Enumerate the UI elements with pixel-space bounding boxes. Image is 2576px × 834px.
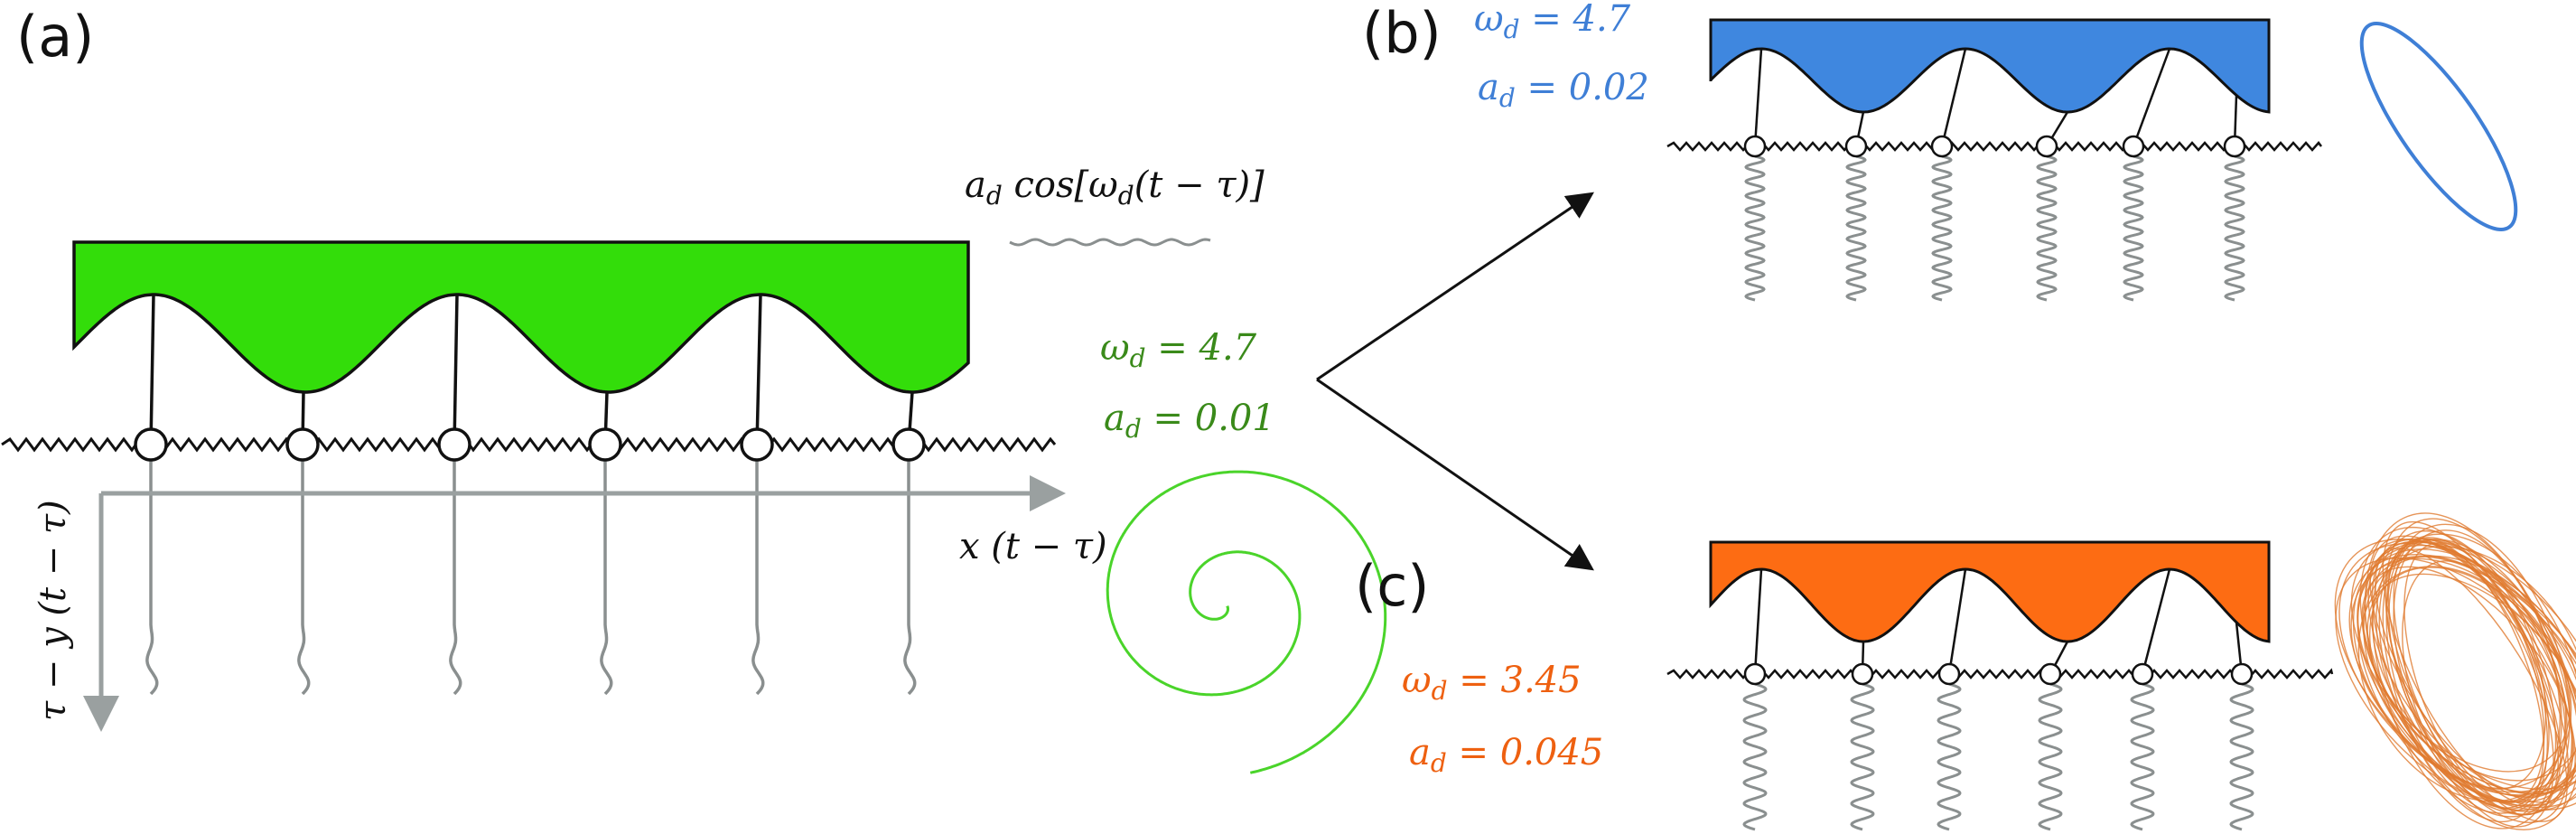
amplitude-b: ad = 0.02 xyxy=(1478,67,1649,113)
coupling-spring-chain-c xyxy=(1666,668,2334,679)
torus-trajectory-loop xyxy=(2368,567,2576,803)
panel-c-label: (c) xyxy=(1355,553,1429,619)
pendulum-rod xyxy=(1753,48,1763,147)
omega-a: ωd = 4.7 xyxy=(1100,327,1257,373)
amplitude-c: ad = 0.045 xyxy=(1409,732,1603,778)
vertical-spring xyxy=(1845,155,1867,302)
particle-node xyxy=(2035,135,2058,158)
particle-node xyxy=(588,427,622,462)
pendulum-rod xyxy=(1940,48,1967,147)
vertical-spring xyxy=(903,445,917,696)
particle-node xyxy=(2122,135,2145,158)
vertical-spring xyxy=(2224,155,2245,302)
panel-b: (b) ωd = 4.7 ad = 0.02 xyxy=(1362,0,2518,302)
particle-node xyxy=(134,427,168,462)
torus-trajectory-loop xyxy=(2350,558,2576,793)
pendulum-rod xyxy=(453,294,459,445)
pendulum-rod xyxy=(1753,568,1763,675)
particle-node xyxy=(2223,135,2246,158)
particle-nodes-c xyxy=(1743,662,2254,686)
vertical-spring xyxy=(297,445,311,696)
panel-a: (a) ad cos[ωd(t − τ)] x (t − τ) τ − y (t… xyxy=(1,4,1387,774)
vertical-springs-c xyxy=(1742,682,2254,831)
torus-trajectory-loop xyxy=(2348,554,2576,811)
particle-node xyxy=(285,427,320,462)
torus-phase-portrait-icon xyxy=(2334,512,2576,830)
panel-b-label: (b) xyxy=(1362,0,1442,66)
pendulum-rod xyxy=(2132,48,2171,147)
particle-node xyxy=(1930,135,1954,158)
torus-trajectory-loop xyxy=(2382,537,2549,823)
particle-node xyxy=(891,427,926,462)
drive-wave-icon xyxy=(1009,238,1211,247)
omega-b: ωd = 4.7 xyxy=(1474,0,1631,44)
vertical-spring xyxy=(2123,155,2144,302)
particle-node xyxy=(1743,135,1767,158)
vertical-spring xyxy=(1937,682,1962,831)
particle-node xyxy=(2230,662,2254,686)
arrow-to-b xyxy=(1316,192,1594,381)
pendulum-rods xyxy=(149,294,914,445)
omega-c: ωd = 3.45 xyxy=(1402,660,1582,706)
pendulum-rod xyxy=(755,294,762,445)
vertical-spring xyxy=(2229,682,2254,831)
particle-node xyxy=(1743,662,1767,686)
pendulum-rod xyxy=(2141,568,2171,675)
vertical-spring xyxy=(1850,682,1875,831)
y-axis-label: τ − y (t − τ) xyxy=(33,500,74,721)
particle-nodes-b xyxy=(1743,135,2246,158)
particle-node xyxy=(2039,662,2062,686)
vertical-spring xyxy=(2130,682,2155,831)
limit-cycle-phase-portrait-icon xyxy=(2359,22,2518,231)
torus-trajectory-loop xyxy=(2364,540,2573,816)
panel-a-label: (a) xyxy=(16,4,94,70)
coupling-spring-chain xyxy=(1,436,1057,453)
torus-trajectory-loop xyxy=(2338,542,2576,796)
vertical-spring xyxy=(1931,155,1953,302)
particle-node xyxy=(2131,662,2154,686)
vertical-spring xyxy=(449,445,462,696)
particle-node xyxy=(437,427,471,462)
blue-substrate-block xyxy=(1709,18,2271,114)
vertical-spring xyxy=(145,445,159,696)
particle-nodes xyxy=(134,427,926,462)
vertical-spring xyxy=(2036,155,2058,302)
pendulum-rod xyxy=(149,294,155,445)
vertical-springs xyxy=(145,445,917,696)
arrow-to-c xyxy=(1316,378,1594,571)
particle-node xyxy=(1937,662,1961,686)
vertical-spring xyxy=(1742,682,1768,831)
orange-substrate-block xyxy=(1709,540,2271,643)
amplitude-a: ad = 0.01 xyxy=(1104,398,1275,444)
vertical-spring xyxy=(751,445,765,696)
pendulum-rod xyxy=(1947,568,1967,675)
vertical-springs-b xyxy=(1744,155,2245,302)
x-axis-label: x (t − τ) xyxy=(959,526,1107,567)
panel-c: (c) ωd = 3.45 ad = 0.045 xyxy=(1355,512,2576,831)
drive-term-label: ad cos[ωd(t − τ)] xyxy=(965,164,1265,211)
particle-node xyxy=(740,427,774,462)
coupling-spring-chain-b xyxy=(1666,141,2322,152)
vertical-spring xyxy=(1744,155,1766,302)
vertical-spring xyxy=(600,445,613,696)
torus-trajectory-loop xyxy=(2357,556,2576,795)
green-substrate-block xyxy=(72,240,970,394)
vertical-spring xyxy=(2038,682,2063,831)
particle-node xyxy=(1844,135,1868,158)
particle-node xyxy=(1851,662,1874,686)
spiral-phase-portrait-icon xyxy=(1106,470,1387,774)
